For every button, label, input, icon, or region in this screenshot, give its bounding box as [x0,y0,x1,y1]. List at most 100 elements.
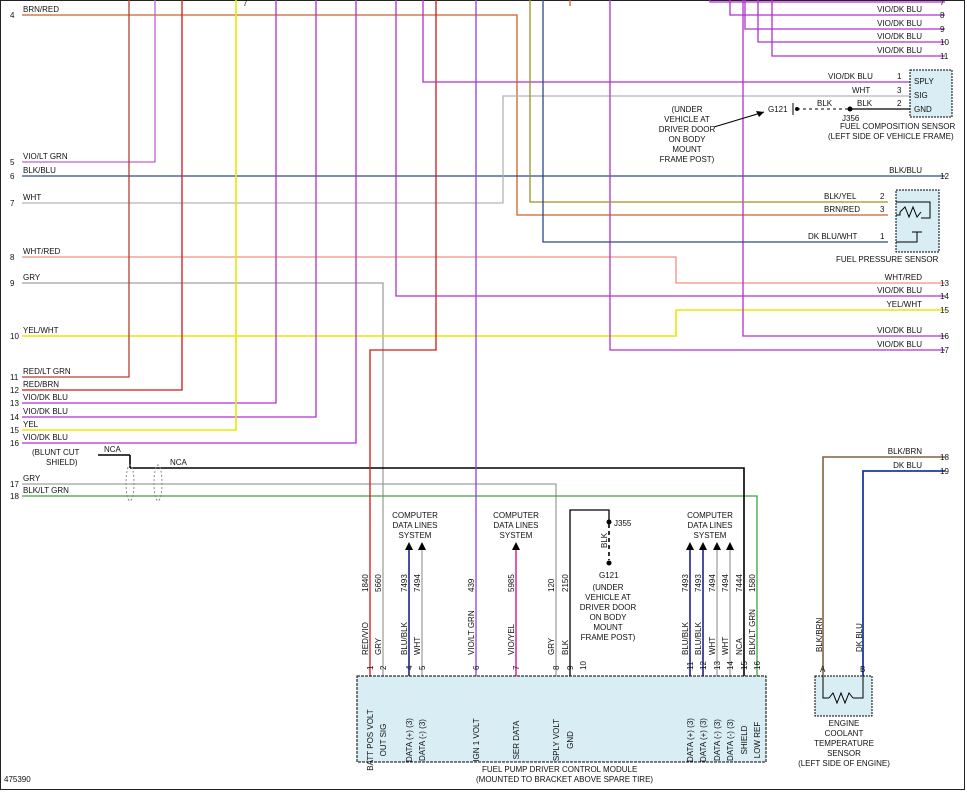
wire-vio-dk-blu-r8 [729,0,945,16]
fcs-body [909,69,953,118]
wire-blk-brn-ect [822,456,945,676]
right-wire-label: VIO/DK BLU [877,32,922,41]
right-wire-label: VIO/DK BLU [877,340,922,349]
fps-resistor [899,205,922,219]
module-pin-circuit: 5660 [374,574,383,592]
figure-id: 475390 [4,775,31,784]
module-pin-wire: BLK [561,639,570,655]
left-wire-label: RED/LT GRN [23,367,71,376]
wire-vio-dk-blu-fcs [422,0,910,83]
left-wire-number: 16 [10,439,19,448]
fcs-wire-2: WHT [852,86,870,95]
module-pin-wire: NCA [735,637,744,655]
ect-name-line: TEMPERATURE [814,739,874,748]
module-pin-circuit: 120 [547,578,556,592]
module-pin-circuit: 7494 [413,574,422,592]
module-pin-circuit: 7493 [694,574,703,592]
right-wire-number: 11 [940,52,949,61]
wire-red-brn [22,0,183,391]
module-pin-function: SPLY VOLT [552,719,561,761]
fcs-num-1: 1 [897,72,902,81]
computer-data-lines-label: SYSTEM [399,531,432,540]
left-wire-number: 10 [10,332,19,341]
fcs-pin-name-1: SPLY [914,77,935,86]
module-pin-number: 8 [552,665,561,670]
fcs-ground-wire: BLK [817,99,833,108]
wire-gry-9 [22,282,384,676]
computer-data-lines-label: SYSTEM [500,531,533,540]
g121-ground-label: G121 [599,571,619,580]
module-pin-number: 6 [472,665,481,670]
fcs-note-line: MOUNT [672,145,701,154]
arrow-data-5 [418,542,426,550]
wire-blk-lt-grn [22,495,758,676]
module-pin-wire: BLU/BLK [694,621,703,655]
right-wire-label: BLK/BRN [888,447,922,456]
right-wire-label: VIO/DK BLU [877,286,922,295]
module-pin-number: 15 [740,661,749,670]
fcs-note-line: VEHICLE AT [664,115,710,124]
right-wire-label: VIO/DK BLU [877,46,922,55]
shield-ellipse-2 [153,464,163,502]
fcs-wire-3: BLK [857,99,873,108]
left-wire-number: 17 [10,480,19,489]
ect-name-line: (LEFT SIDE OF ENGINE) [798,759,890,768]
wire-red-vio [369,0,437,676]
module-pin-number: 16 [753,661,762,670]
wire-vio-dk-blu-r11 [771,0,945,57]
wire-gry-17 [22,483,557,676]
module-pin-number: 12 [699,661,708,670]
fps-internal-2 [896,212,901,216]
ect-internal-1 [822,676,829,699]
right-wire-label: BLK/BLU [889,166,922,175]
diagram-frame [0,0,965,790]
fps-num-3: 3 [880,205,885,214]
right-wire-number: 13 [940,279,949,288]
left-wire-number: 12 [10,386,19,395]
fcs-num-2: 3 [897,86,902,95]
module-pin-wire: BLK/LT GRN [748,609,757,655]
module-pin-circuit: 1580 [748,574,757,592]
wire-vio-dk-blu-r7 [709,0,945,3]
module-pin-number: 7 [512,665,521,670]
module-pin-wire: GRY [374,637,383,655]
fcs-note-line: ON BODY [669,135,707,144]
right-wire-number: 9 [940,25,945,34]
computer-data-lines-label: DATA LINES [392,521,437,530]
ect-internal-2 [853,676,864,699]
ect-name-line: SENSOR [827,749,861,758]
right-wire-label: VIO/DK BLU [877,0,922,1]
module-pin-function: BATT POS VOLT [366,709,375,770]
splice-j356-dot [847,106,853,112]
data-line-arrows [405,542,734,550]
module-pin-function: OUT SIG [379,724,388,757]
right-wire-number: 10 [940,38,949,47]
right-wire-label: WHT/RED [885,273,923,282]
fcs-splice-label: J356 [842,114,860,123]
left-wire-label: YEL [23,420,39,429]
right-wire-label: VIO/DK BLU [877,19,922,28]
wire-shield-nca [130,467,745,676]
left-wire-number: 11 [10,373,19,382]
fcs-note-line: (UNDER [671,105,702,114]
shield-nca-right: NCA [170,458,188,467]
module-pin-circuit: 7493 [400,574,409,592]
module-pin-number: 2 [379,665,388,670]
wire-vio-dk-blu-r17 [609,0,945,351]
module-pin-circuit: 7494 [708,574,717,592]
top-left-number: 7 [243,0,248,8]
computer-data-lines-label: DATA LINES [687,521,732,530]
module-pin-circuit: 7444 [735,574,744,592]
fcs-location: (LEFT SIDE OF VEHICLE FRAME) [828,132,954,141]
right-wire-number: 16 [940,332,949,341]
right-wire-number: 12 [940,172,949,181]
left-wire-label: YEL/WHT [23,326,59,335]
computer-data-lines-label: COMPUTER [687,511,733,520]
module-pin-number: 14 [726,661,735,670]
right-wire-label: VIO/DK BLU [877,5,922,14]
